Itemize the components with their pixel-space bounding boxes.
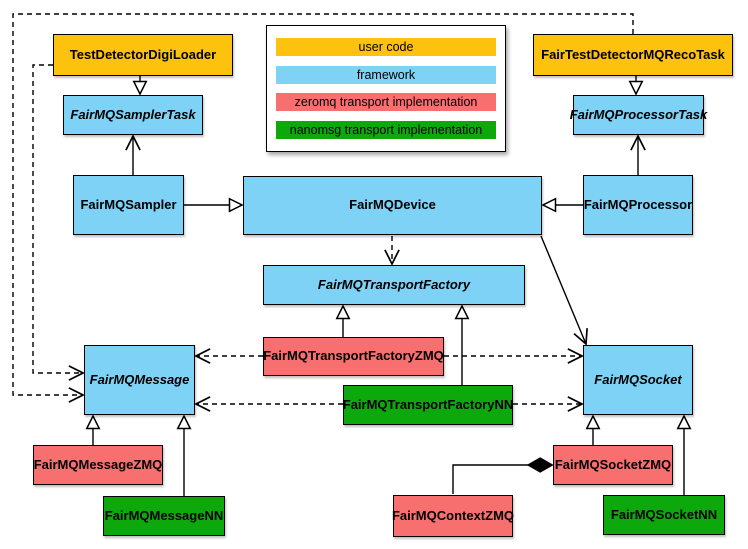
node-fairmqsocket: FairMQSocket: [583, 345, 693, 415]
node-fairmqsocketnn: FairMQSocketNN: [603, 495, 725, 535]
legend-item-framework: framework: [276, 65, 496, 84]
edge-dep-testdetectordigiloader-fairmqmessage: [32, 64, 83, 373]
node-fairmqsamplertask: FairMQSamplerTask: [63, 95, 203, 135]
node-fairmqprocessor: FairMQProcessor: [583, 175, 693, 235]
node-fairmqmessagezmq: FairMQMessageZMQ: [33, 445, 163, 485]
node-fairmqtransportfactory: FairMQTransportFactory: [263, 265, 525, 305]
node-fairmqtransportfactoryzmq: FairMQTransportFactoryZMQ: [263, 337, 444, 376]
legend-item-nanomsg: nanomsg transport implementation: [276, 120, 496, 139]
node-fairmqcontextzmq: FairMQContextZMQ: [392, 495, 514, 537]
node-fairmqmessagenn: FairMQMessageNN: [103, 496, 225, 536]
legend-box: user code framework zeromq transport imp…: [266, 25, 506, 152]
node-fairtestdetectormqrecotask: FairTestDetectorMQRecoTask: [533, 34, 733, 76]
legend-item-user-code: user code: [276, 38, 496, 56]
node-fairmqsampler: FairMQSampler: [73, 175, 184, 235]
node-fairmqdevice: FairMQDevice: [243, 176, 542, 235]
edge-assoc-fairmqdevice-fairmqsocket: [540, 235, 586, 344]
node-fairmqmessage: FairMQMessage: [84, 345, 195, 415]
node-fairmqprocessortask: FairMQProcessorTask: [570, 95, 707, 135]
legend-item-zeromq: zeromq transport implementation: [276, 93, 496, 112]
node-testdetectordigiloader: TestDetectorDigiLoader: [53, 34, 233, 76]
edge-composition-fairmqsocketzmq-fairmqcontextzmq: [452, 465, 552, 494]
node-fairmqsocketzmq: FairMQSocketZMQ: [553, 445, 673, 485]
node-fairmqtransportfactorynn: FairMQTransportFactoryNN: [343, 385, 513, 425]
edge-dep-fairtestdetectormqrecotask-fairmqmessage: [12, 13, 634, 395]
